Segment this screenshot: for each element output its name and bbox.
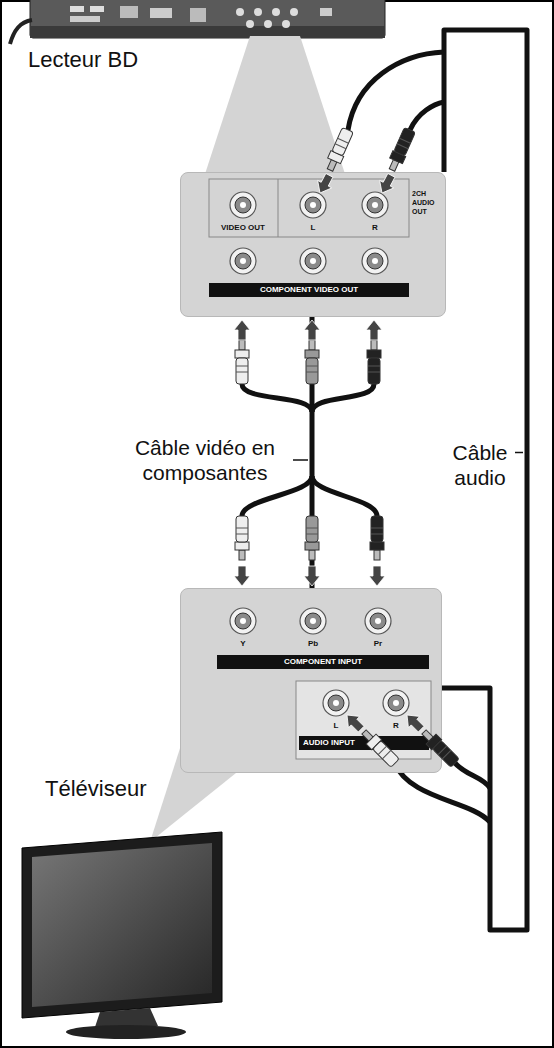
jack-panel-art-part bbox=[230, 608, 256, 634]
callout-pointer bbox=[205, 36, 345, 174]
bd-player-part bbox=[90, 6, 104, 12]
bd-player-part bbox=[30, 26, 385, 38]
cable bbox=[442, 30, 527, 930]
audio-cable-top bbox=[324, 52, 444, 173]
jack-label: COMPONENT INPUT bbox=[284, 657, 362, 667]
component-cable-top-part bbox=[242, 384, 312, 412]
jack-panel-art-part bbox=[359, 727, 400, 768]
jack-panel-art-part bbox=[230, 248, 256, 274]
jack-panel: Y Pb PrCOMPONENT INPUT L R AUDIO INPUT bbox=[180, 588, 442, 773]
television-part bbox=[66, 1025, 186, 1039]
audio-cable-bottom-part bbox=[454, 762, 490, 788]
jack-label: Y bbox=[240, 639, 245, 649]
jack-label: R bbox=[372, 223, 378, 233]
bd-player-part bbox=[320, 8, 332, 16]
jack-panel-art-part bbox=[296, 681, 431, 759]
jack-panel-art-part bbox=[230, 192, 256, 218]
audio-cable-top-part bbox=[386, 127, 417, 173]
jack-panel: VIDEO OUT L R 2CH AUDIO OUT COMPONENT VIDEO … bbox=[180, 172, 446, 317]
jack-label: Pb bbox=[308, 639, 318, 649]
jack-panel-art-part bbox=[375, 172, 399, 197]
bd-player-part bbox=[272, 8, 280, 16]
television-part bbox=[32, 843, 212, 1007]
bd-player-part bbox=[120, 6, 138, 18]
component-cable-top-part bbox=[312, 384, 374, 412]
jack-label: L bbox=[334, 721, 339, 731]
jack-panel-art-part bbox=[217, 655, 429, 669]
jack-label: COMPONENT VIDEO OUT bbox=[260, 285, 358, 295]
jack-panel-art-part bbox=[300, 248, 326, 274]
component-cable-top bbox=[234, 320, 382, 412]
bd-player-part bbox=[10, 20, 32, 44]
cable-label: Câble vidéo en composantes bbox=[120, 435, 290, 485]
bd-player-part bbox=[290, 8, 298, 16]
jack-panel-art-part bbox=[365, 608, 391, 634]
device-label: Téléviseur bbox=[45, 776, 146, 802]
jack-panel-art-part bbox=[278, 179, 279, 237]
bd-player-part bbox=[30, 0, 385, 38]
component-cable-bottom-part bbox=[304, 566, 320, 586]
component-cable-top-part bbox=[304, 320, 320, 340]
bd-player-part bbox=[264, 20, 272, 28]
component-cable-bottom-part bbox=[305, 516, 319, 560]
jack-panel-art-part bbox=[341, 709, 366, 734]
leader-line bbox=[515, 452, 523, 454]
bd-player-part bbox=[254, 8, 262, 16]
component-cable-bottom bbox=[234, 476, 385, 586]
audio-cable-top-part bbox=[324, 127, 355, 173]
jack-panel-art bbox=[181, 173, 445, 316]
bd-player-part bbox=[236, 8, 244, 16]
audio-cable-top-part bbox=[410, 102, 444, 130]
jack-label: Pr bbox=[374, 639, 382, 649]
component-cable-top-part bbox=[235, 340, 249, 384]
bd-player-part bbox=[70, 16, 100, 22]
audio-cable-top-part bbox=[348, 52, 444, 130]
component-cable-top-part bbox=[234, 320, 250, 340]
cable-label: Câble audio bbox=[448, 440, 512, 490]
jack-panel-art-part bbox=[209, 179, 409, 237]
jack-label: R bbox=[393, 721, 399, 731]
bd-player-part bbox=[70, 6, 84, 12]
jack-label: L bbox=[311, 223, 316, 233]
jack-panel-art-part bbox=[362, 248, 388, 274]
jack-label: VIDEO OUT bbox=[221, 223, 265, 233]
component-cable-top-part bbox=[367, 340, 381, 384]
component-cable-top-part bbox=[366, 320, 382, 340]
jack-panel-art-part bbox=[209, 283, 409, 297]
jack-panel-art-part bbox=[313, 172, 337, 197]
bd-player-part bbox=[282, 20, 290, 28]
television bbox=[22, 832, 222, 1039]
bd-player-part bbox=[246, 20, 254, 28]
jack-panel-art-part bbox=[299, 736, 429, 750]
leader-line bbox=[293, 459, 308, 461]
television-part bbox=[22, 832, 222, 1018]
component-cable-bottom-part bbox=[234, 566, 250, 586]
jack-panel-art-part bbox=[300, 192, 326, 218]
component-cable-bottom-part bbox=[369, 566, 385, 586]
jack-panel-art-part bbox=[383, 690, 409, 716]
component-cable-top-part bbox=[305, 340, 319, 384]
bd-player-part bbox=[190, 8, 206, 22]
component-cable-bottom-part bbox=[235, 516, 249, 560]
bd-player-part bbox=[150, 8, 172, 18]
jack-panel-art-part bbox=[362, 192, 388, 218]
jack-label: 2CH AUDIO OUT bbox=[412, 189, 442, 216]
component-cable-bottom-part bbox=[370, 516, 384, 560]
jack-label: AUDIO INPUT bbox=[303, 738, 355, 748]
jack-panel-art-part bbox=[300, 608, 326, 634]
jack-panel-art-part bbox=[323, 690, 349, 716]
jack-panel-art-part bbox=[419, 727, 460, 768]
component-cable-bottom-part bbox=[312, 476, 377, 516]
jack-panel-art-part bbox=[401, 709, 426, 734]
device-label: Lecteur BD bbox=[28, 47, 138, 73]
bd-player bbox=[10, 0, 385, 44]
